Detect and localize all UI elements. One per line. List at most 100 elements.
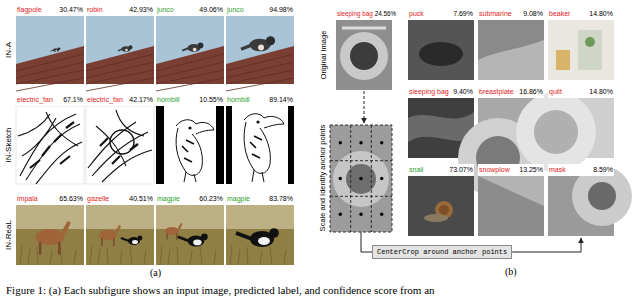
- predicted-label: hornbill: [157, 94, 180, 106]
- predicted-label: puck: [409, 8, 424, 20]
- confidence-score: 13.25%: [519, 164, 543, 176]
- tile-header: beaker 14.80%: [548, 8, 614, 20]
- predicted-label: gazelle: [87, 193, 109, 205]
- image-tile: electric_fan 67.1%: [16, 94, 84, 184]
- image-tile: sleeping bag 9.40%: [408, 86, 474, 158]
- confidence-score: 16.86%: [519, 86, 543, 98]
- tile-header: magpie 83.78%: [226, 193, 294, 205]
- image-tile: snowplow 13.25%: [478, 164, 544, 236]
- confidence-score: 14.80%: [589, 8, 613, 20]
- predicted-label: junco: [227, 4, 244, 16]
- confidence-score: 9.40%: [453, 86, 473, 98]
- tile-header: snail 73.07%: [408, 164, 474, 176]
- predicted-label: breastplate: [479, 86, 514, 98]
- tile-header: impala 65.63%: [16, 193, 84, 205]
- row-label: IN-A: [4, 42, 13, 58]
- confidence-score: 83.78%: [269, 193, 293, 205]
- predicted-label: sleeping bag: [409, 86, 449, 98]
- step-label: CenterCrop around anchor points: [377, 248, 507, 256]
- confidence-score: 9.08%: [523, 8, 543, 20]
- figure-caption: Figure 1: (a) Each subfigure shows an in…: [6, 284, 435, 297]
- predicted-label: flagpole: [17, 4, 42, 16]
- tile-header: electric_fan 67.1%: [16, 94, 84, 106]
- confidence-score: 14.80%: [589, 86, 613, 98]
- predicted-label: robin: [87, 4, 103, 16]
- predicted-label: junco: [157, 4, 174, 16]
- confidence-score: 42.17%: [129, 94, 153, 106]
- image-tile: mask 8.59%: [548, 164, 614, 236]
- tile-header: breastplate 16.86%: [478, 86, 544, 98]
- tile-header: electric_fan 42.17%: [86, 94, 154, 106]
- confidence-score: 24.56%: [375, 8, 396, 20]
- image-tile: puck 7.69%: [408, 8, 474, 80]
- side-label: Original Image: [319, 31, 328, 80]
- image-tile: magpie 60.23%: [156, 193, 224, 265]
- tile-header: sleeping bag 9.40%: [408, 86, 474, 98]
- tile-header: mask 8.59%: [548, 164, 614, 176]
- image-tile: impala 65.63%: [16, 193, 84, 265]
- image-tile: submarine 9.08%: [478, 8, 544, 80]
- predicted-label: submarine: [479, 8, 512, 20]
- image-tile: robin 42.93%: [86, 4, 154, 84]
- confidence-score: 60.23%: [199, 193, 223, 205]
- confidence-score: 7.69%: [453, 8, 473, 20]
- image-tile: hornbill 89.14%: [226, 94, 294, 184]
- tile-header: junco 94.98%: [226, 4, 294, 16]
- image-tile: breastplate 16.86%: [478, 86, 544, 158]
- image-tile: beaker 14.80%: [548, 8, 614, 80]
- confidence-score: 73.07%: [449, 164, 473, 176]
- tile-header: flagpole 30.47%: [16, 4, 84, 16]
- tile-header: hornbill 10.55%: [156, 94, 224, 106]
- tile-header: snowplow 13.25%: [478, 164, 544, 176]
- confidence-score: 8.59%: [593, 164, 613, 176]
- side-label: Scale and Identify anchor points: [318, 125, 327, 232]
- tile-header: junco 49.06%: [156, 4, 224, 16]
- image-tile: flagpole 30.47%: [16, 4, 84, 84]
- predicted-label: magpie: [227, 193, 250, 205]
- confidence-score: 67.1%: [63, 94, 83, 106]
- image-tile: sleeping bag24.56%Original Image: [336, 8, 392, 90]
- process-box: CenterCrop around anchor points: [372, 245, 512, 259]
- image-tile: quilt14.80%: [548, 86, 614, 158]
- panel-label: (a): [150, 267, 161, 278]
- tile-header: quilt14.80%: [548, 86, 614, 98]
- predicted-label: electric_fan: [87, 94, 123, 106]
- tile-header: hornbill 89.14%: [226, 94, 294, 106]
- row-label: IN-Sketch: [4, 127, 13, 162]
- predicted-label: beaker: [549, 8, 570, 20]
- connector-arrow: [361, 232, 372, 252]
- predicted-label: mask: [549, 164, 566, 176]
- panel-label: (b): [505, 266, 517, 277]
- tile-header: puck 7.69%: [408, 8, 474, 20]
- confidence-score: 10.55%: [199, 94, 223, 106]
- predicted-label: impala: [17, 193, 38, 205]
- image-tile: magpie 83.78%: [226, 193, 294, 265]
- predicted-label: snail: [409, 164, 423, 176]
- predicted-label: snowplow: [479, 164, 510, 176]
- image-tile: gazelle 40.51%: [86, 193, 154, 265]
- confidence-score: 49.06%: [199, 4, 223, 16]
- confidence-score: 89.14%: [269, 94, 293, 106]
- confidence-score: 65.63%: [59, 193, 83, 205]
- tile-header: sleeping bag24.56%: [336, 8, 392, 20]
- tile-header: submarine 9.08%: [478, 8, 544, 20]
- confidence-score: 40.51%: [129, 193, 153, 205]
- predicted-label: sleeping bag: [337, 8, 373, 20]
- row-label: IN-ReaL: [4, 220, 13, 250]
- tile-header: magpie 60.23%: [156, 193, 224, 205]
- image-tile: junco 94.98%: [226, 4, 294, 84]
- predicted-label: hornbill: [227, 94, 250, 106]
- confidence-score: 94.98%: [269, 4, 293, 16]
- connector-arrow: [512, 238, 581, 252]
- image-tile: junco 49.06%: [156, 4, 224, 84]
- connector-arrow: [364, 91, 365, 123]
- tile-header: robin 42.93%: [86, 4, 154, 16]
- tile-header: gazelle 40.51%: [86, 193, 154, 205]
- confidence-score: 42.93%: [129, 4, 153, 16]
- confidence-score: 30.47%: [59, 4, 83, 16]
- predicted-label: electric_fan: [17, 94, 53, 106]
- predicted-label: magpie: [157, 193, 180, 205]
- image-tile: electric_fan 42.17%: [86, 94, 154, 184]
- image-tile: snail 73.07%: [408, 164, 474, 236]
